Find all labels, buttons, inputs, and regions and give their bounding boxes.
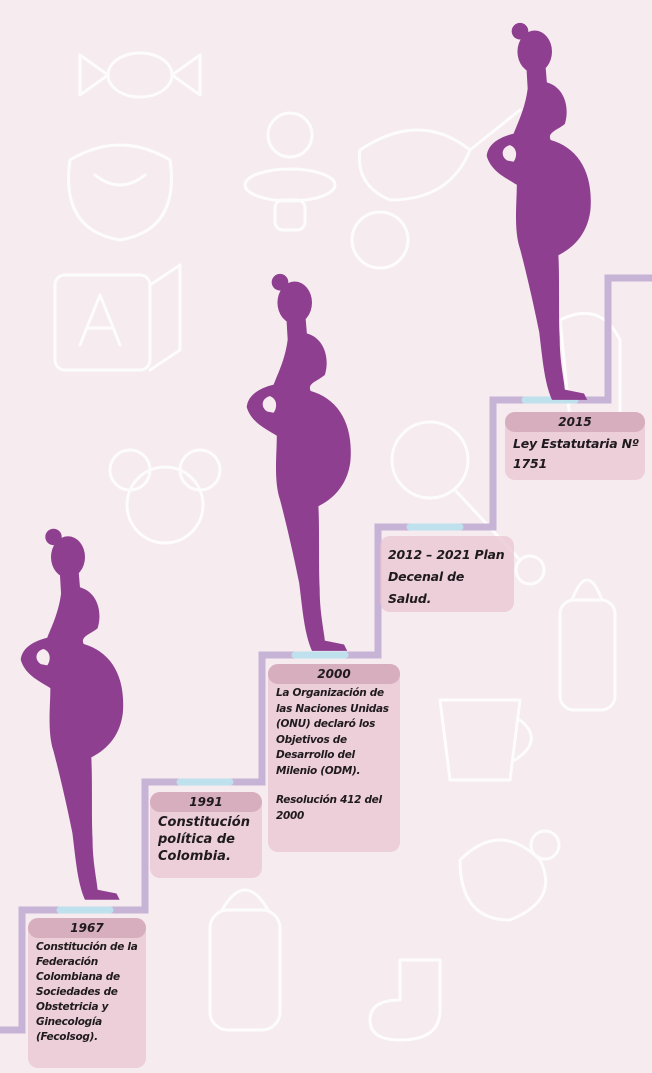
milestone-2000: 2000 La Organización de las Naciones Uni…: [268, 664, 400, 852]
pregnant-woman-silhouette-1967: [21, 529, 123, 900]
milestone-resolution: Resolución 412 del 2000: [276, 793, 396, 824]
milestone-2015: 2015 Ley Estatutaria Nº 1751: [505, 412, 645, 480]
milestone-text: Constitución política de Colombia.: [158, 814, 258, 865]
milestone-text: La Organización de las Naciones Unidas (…: [276, 686, 396, 779]
milestone-year: 2015: [505, 412, 645, 432]
milestone-text: Ley Estatutaria Nº 1751: [513, 434, 641, 474]
milestone-text: Constitución de la Federación Colombiana…: [36, 940, 142, 1045]
milestone-1991: 1991 Constitución política de Colombia.: [150, 792, 262, 878]
pregnant-woman-silhouette-2000: [247, 274, 351, 651]
milestone-1967: 1967 Constitución de la Federación Colom…: [28, 918, 146, 1068]
milestone-year: 1967: [28, 918, 146, 938]
milestone-year: 2000: [268, 664, 400, 684]
milestone-2012-2021: 2012 – 2021 Plan Decenal de Salud.: [380, 536, 514, 612]
milestone-text-block: La Organización de las Naciones Unidas (…: [276, 686, 396, 824]
milestone-year: 1991: [150, 792, 262, 812]
pregnant-woman-silhouette-2015: [487, 23, 591, 400]
milestone-text: 2012 – 2021 Plan Decenal de Salud.: [388, 544, 510, 610]
